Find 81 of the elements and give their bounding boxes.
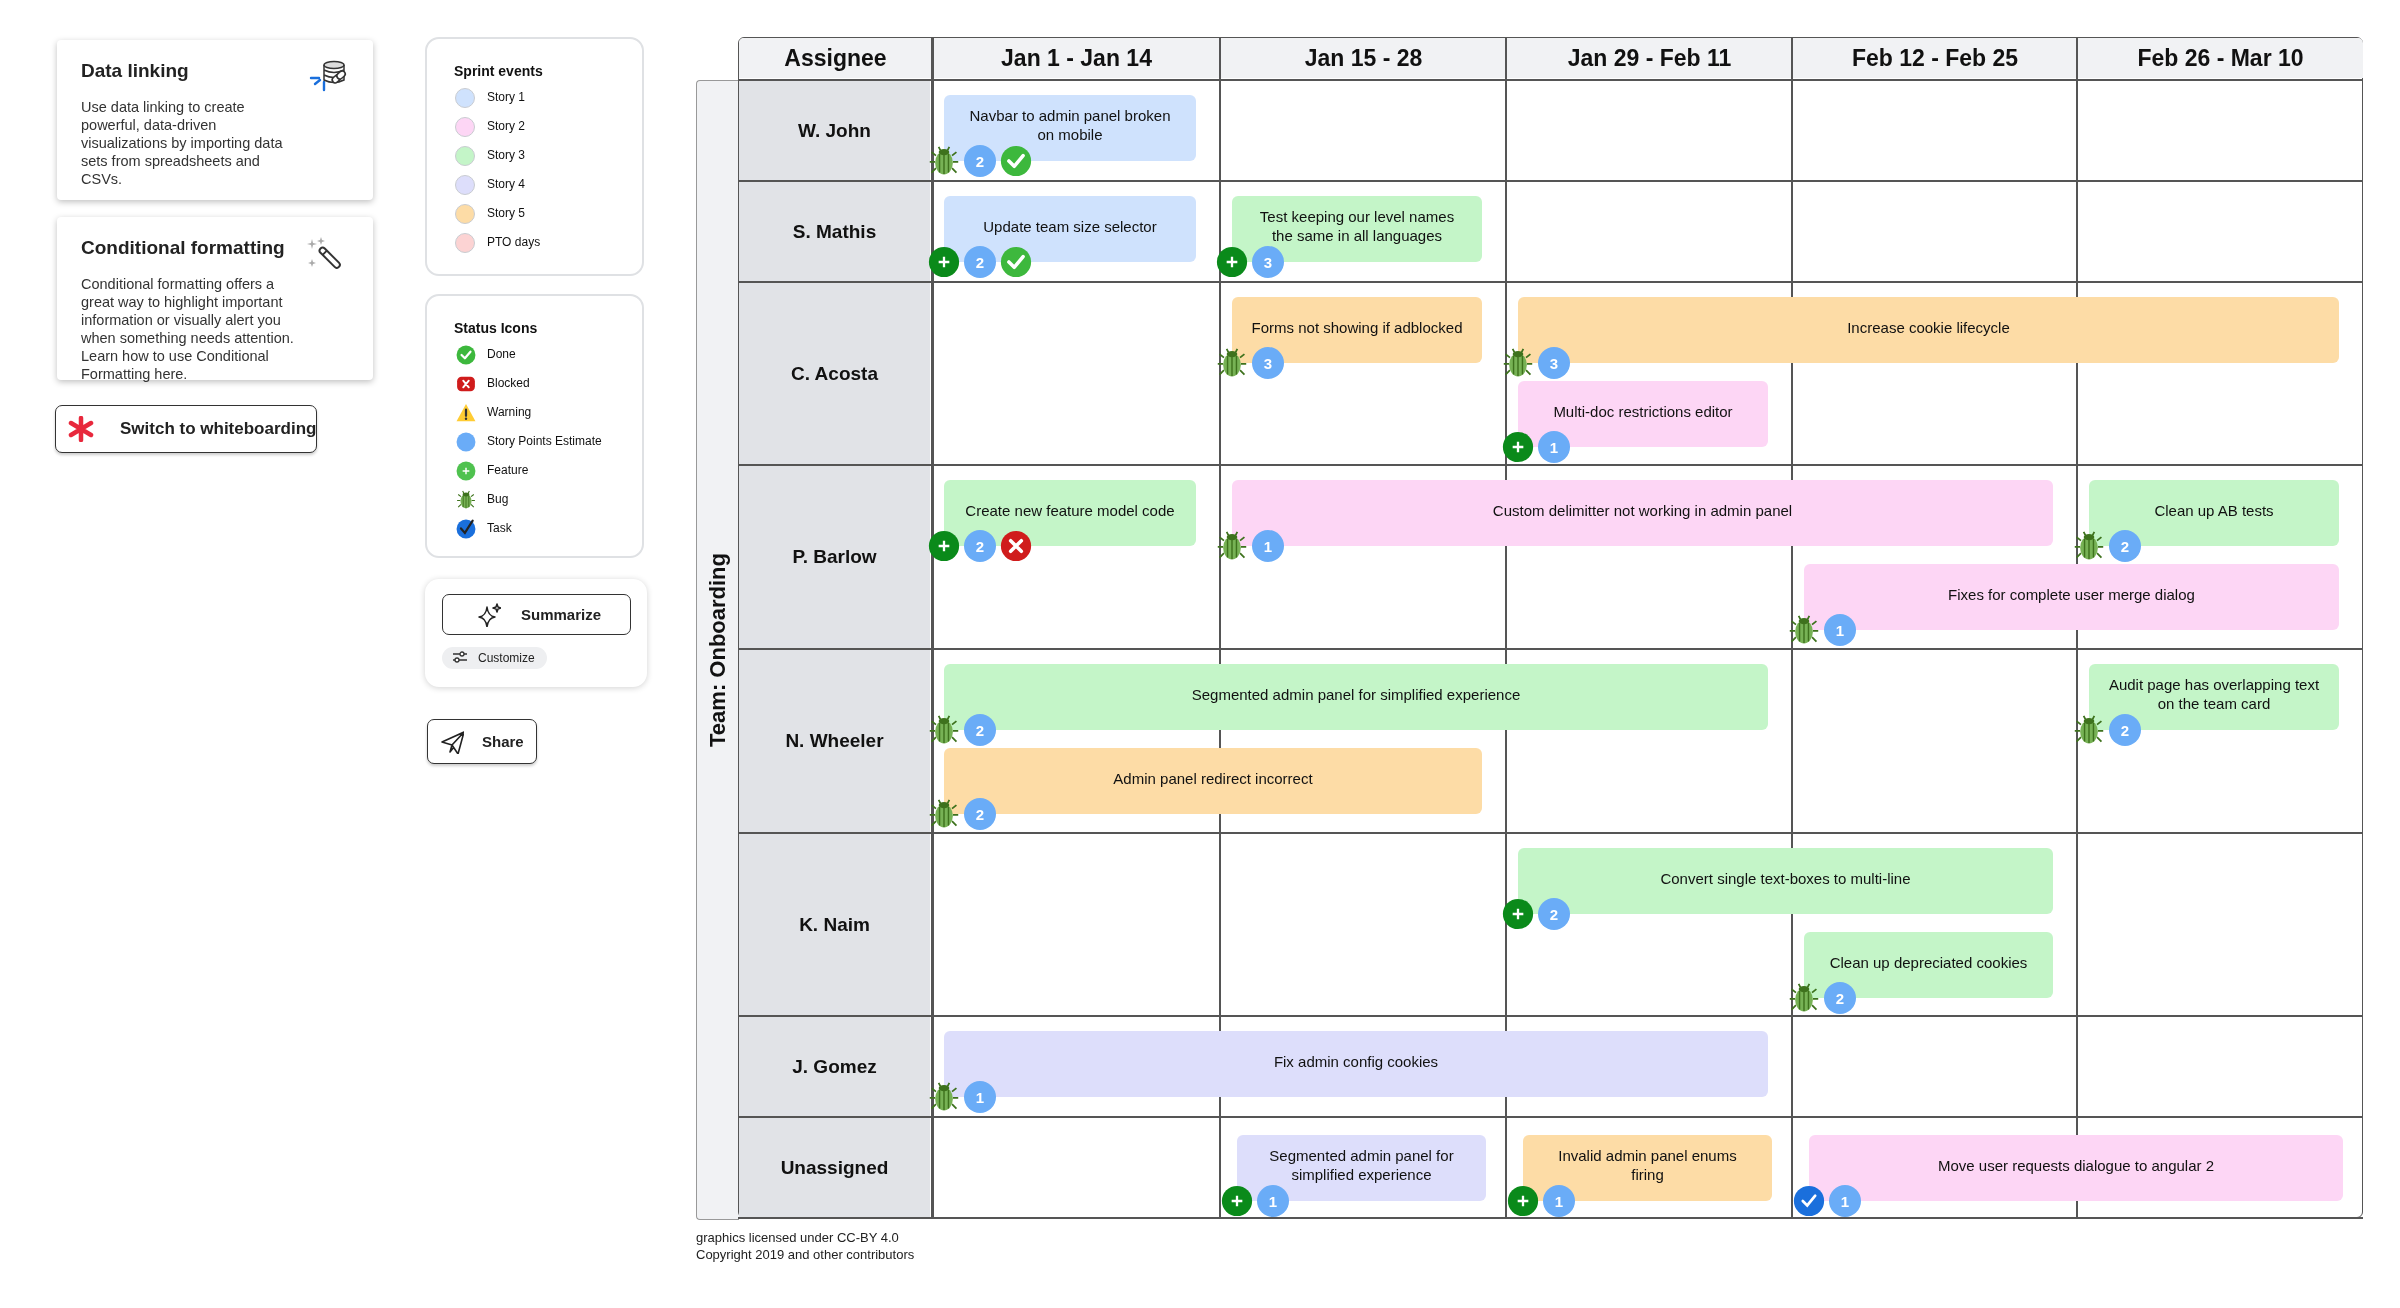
points-badge: 1 [1824,614,1856,646]
legend-label: PTO days [487,235,541,249]
legend-label: Warning [487,405,532,419]
task-title: Segmented admin panel for simplified experience [1191,684,1521,704]
action-button: Share [427,719,537,764]
legend-label: Story 2 [487,119,525,133]
row-header: S. Mathis [739,182,930,281]
row-header: K. Naim [739,834,930,1015]
task-title: Test keeping our level names the same in all languages [1258,207,1456,245]
task-title: Increase cookie lifecycle [1847,317,2010,337]
info-card [57,40,373,200]
points-badge: 3 [1538,347,1570,379]
task-title: Admin panel redirect incorrect [1113,768,1313,788]
task-title: Create new feature model code [965,500,1175,520]
card-body: Use data linking to create powerful, data-driven visualizations by importing data sets from spreadsheets and CSVs. [81,98,284,188]
points-badge: 1 [964,1081,996,1113]
card-heading: Data linking [81,60,189,82]
points-badge: 2 [1538,898,1570,930]
row-header: Unassigned [739,1118,930,1217]
points-badge: 1 [1543,1185,1575,1217]
points-badge: 2 [964,714,996,746]
task-title: Audit page has overlapping text on the team card [2107,675,2321,713]
action-button: Summarize [442,594,631,635]
task-title: Custom delimitter not working in admin panel [1492,500,1793,520]
row-header: P. Barlow [739,466,930,648]
info-card [57,217,373,380]
team-band [696,80,739,1220]
points-badge: 2 [964,246,996,278]
column-header: Assignee [739,38,932,78]
legend-label: Bug [487,492,509,506]
credit-note: Copyright 2019 and other contributors [696,1247,915,1262]
task-title: Update team size selector [983,216,1157,236]
legend-label: Story 5 [487,206,525,220]
task-title: Navbar to admin panel broken on mobile [968,106,1172,144]
band-title: Team: Onboarding [705,553,731,747]
points-badge: 1 [1829,1185,1861,1217]
points-badge: 2 [2109,530,2141,562]
points-badge: 3 [1252,347,1284,379]
task-title: Move user requests dialogue to angular 2 [1938,1155,2214,1175]
points-badge: 1 [1538,431,1570,463]
legend-label: Done [487,347,516,361]
task-title: Segmented admin panel for simplified experience [1268,1146,1455,1184]
task-title: Invalid admin panel enums firing [1557,1146,1738,1184]
points-badge: 1 [1257,1185,1289,1217]
legend-label: Feature [487,463,529,477]
legend-label: Story 1 [487,90,525,104]
column-header: Jan 15 - 28 [1221,38,1506,78]
legend-label: Task [487,521,512,535]
column-header: Jan 1 - Jan 14 [933,38,1220,78]
column-header: Feb 26 - Mar 10 [2078,38,2363,78]
column-header: Feb 12 - Feb 25 [1793,38,2077,78]
legend-label: Story Points Estimate [487,434,602,448]
task-title: Fix admin config cookies [1273,1051,1439,1071]
customize-button: Customize [442,647,547,669]
row-header: W. John [739,81,930,180]
points-badge: 1 [1252,530,1284,562]
points-badge: 2 [2109,714,2141,746]
task-title: Clean up AB tests [2154,500,2274,520]
column-header: Jan 29 - Feb 11 [1507,38,1792,78]
task-title: Forms not showing if adblocked [1251,317,1463,337]
action-button: Switch to whiteboarding [55,405,317,453]
card-body: Conditional formatting offers a great way to highlight important information or visually alert you when something needs attention. Learn how to use Conditional Formatting here. [81,275,295,383]
legend-title: Sprint events [454,63,543,79]
credit-note: graphics licensed under CC-BY 4.0 [696,1230,899,1245]
row-header: J. Gomez [739,1017,930,1116]
legend-label: Blocked [487,376,530,390]
points-badge: 2 [964,530,996,562]
points-badge: 2 [964,145,996,177]
task-title: Clean up depreciated cookies [1829,952,2028,972]
row-header: N. Wheeler [739,650,930,832]
legend-label: Story 4 [487,177,525,191]
row-header: C. Acosta [739,283,930,464]
points-badge: 2 [1824,982,1856,1014]
card-heading: Conditional formatting [81,237,285,259]
legend-label: Story 3 [487,148,525,162]
points-badge: 3 [1252,246,1284,278]
task-title: Convert single text-boxes to multi-line [1660,868,1911,888]
task-title: Multi-doc restrictions editor [1553,401,1733,421]
points-badge: 2 [964,798,996,830]
task-title: Fixes for complete user merge dialog [1948,584,2195,604]
legend-title: Status Icons [454,320,538,336]
